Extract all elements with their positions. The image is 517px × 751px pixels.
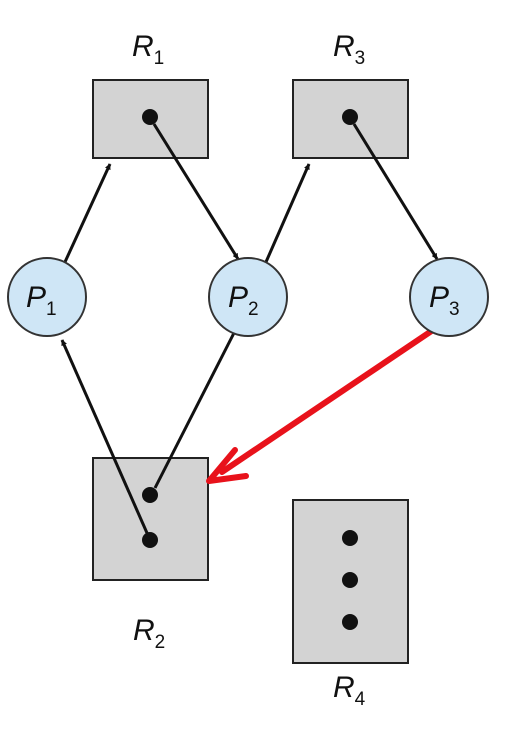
resource-R4-instance-dot xyxy=(342,614,358,630)
process-P2-node xyxy=(208,257,288,337)
edge-R1-to-P2 xyxy=(152,123,240,260)
edges xyxy=(60,123,439,534)
edge-P3-to-R2-highlight xyxy=(206,327,436,484)
process-P2: P2 xyxy=(208,257,288,337)
resource-R1-instance-dot xyxy=(142,109,158,125)
resource-R2-label: R2 xyxy=(133,614,165,653)
resource-R3-label: R3 xyxy=(333,30,365,69)
resource-R1-label: R1 xyxy=(132,30,164,69)
resource-R4-label: R4 xyxy=(333,671,366,710)
resource-R4-instance-dot xyxy=(342,572,358,588)
resource-R2: R2 xyxy=(92,457,209,653)
process-P3-label: P3 xyxy=(429,281,460,320)
resource-R4-instance-dot xyxy=(342,530,358,546)
process-P1-node xyxy=(7,257,87,337)
process-P3: P3 xyxy=(409,257,489,337)
edge-R2-to-P1 xyxy=(60,339,149,534)
edge-R3-to-P3 xyxy=(352,123,439,260)
edge-P2-to-R3 xyxy=(264,163,311,263)
resource-R3-instance-dot xyxy=(342,109,358,125)
resource-R2-box xyxy=(92,457,209,581)
process-P3-node xyxy=(409,257,489,337)
process-P1: P1 xyxy=(7,257,87,337)
resource-R4: R4 xyxy=(292,499,409,710)
process-P1-label: P1 xyxy=(26,281,57,320)
resource-R3: R3 xyxy=(292,30,409,159)
resource-R2-instance-dot xyxy=(142,532,158,548)
edge-R2-to-P2 xyxy=(153,328,238,489)
process-P2-label: P2 xyxy=(228,281,259,320)
edge-P1-to-R1 xyxy=(63,163,112,263)
resource-R1: R1 xyxy=(92,30,209,159)
resource-R2-instance-dot xyxy=(142,487,158,503)
